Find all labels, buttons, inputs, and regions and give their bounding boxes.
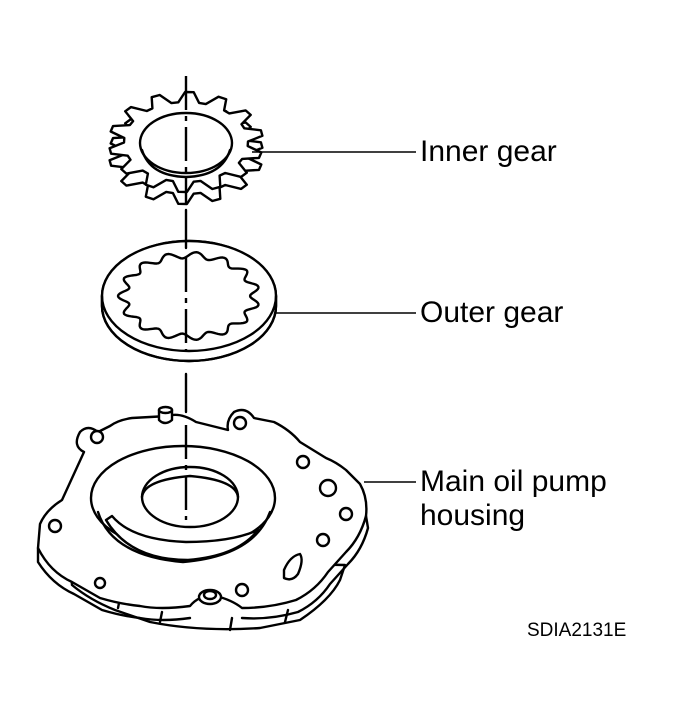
inner-gear-label: Inner gear (420, 135, 557, 168)
housing-label-line1: Main oil pump (420, 465, 607, 498)
figure-code: SDIA2131E (527, 620, 627, 641)
outer-gear (100, 239, 278, 363)
main-oil-pump-housing (36, 405, 370, 632)
housing-label-line2: housing (420, 499, 526, 532)
outer-gear-label: Outer gear (420, 296, 564, 329)
